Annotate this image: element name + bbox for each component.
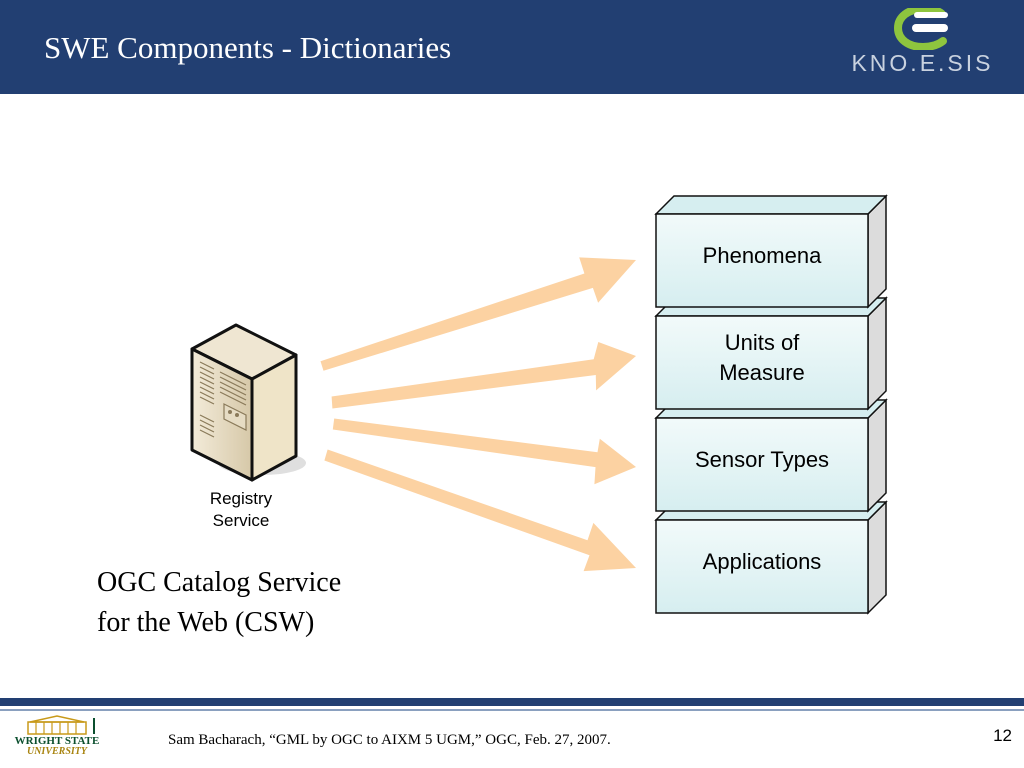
box-label-phenomena-line1: Phenomena [702,242,822,268]
caption: OGC Catalog Service for the Web (CSW) [97,563,427,643]
box-label-units-line1: Units of [724,329,800,355]
caption-line1: OGC Catalog Service [97,567,342,598]
box-label-sensor-types: Sensor Types [656,418,868,511]
box-label-applications: Applications [656,520,868,613]
box-label-phenomena: Phenomena [656,214,868,307]
diagram-canvas [190,194,888,615]
server-label-line2: Service [212,511,270,530]
arrow-to-units-of-measure [331,342,636,409]
page-number: 12 [993,726,1012,745]
box-label-sensor-types-line1: Sensor Types [694,446,830,472]
box-phenomena [654,194,888,309]
arrow-to-sensor-types [332,418,636,485]
caption-line2: for the Web (CSW) [97,607,315,638]
wright-state-building-icon [27,715,95,735]
box-label-applications-line1: Applications [702,548,822,574]
arrows [320,257,636,572]
arrow-to-applications [324,449,636,572]
server-label-line1: Registry [209,489,273,508]
box-label-units-line2: Measure [719,359,805,385]
server-icon [190,323,306,482]
server-label: Registry Service [181,488,301,532]
knoesis-logo-text: KNO.E.SIS [851,50,994,76]
slide-title: SWE Components - Dictionaries [44,30,452,65]
box-label-units-of-measure: Units of Measure [656,316,868,409]
header-bar: SWE Components - Dictionaries KNO.E.SIS [0,0,1024,94]
wright-state-university-text: UNIVERSITY [26,746,87,757]
footer-bar [0,698,1024,706]
arrow-to-phenomena [320,257,636,371]
wright-state-logo: WRIGHT STATE UNIVERSITY [8,714,106,764]
footer-divider [0,709,1024,711]
knoesis-logo: KNO.E.SIS [840,8,1005,84]
knoesis-logo-mark-icon [893,8,948,50]
citation: Sam Bacharach, “GML by OGC to AIXM 5 UGM… [168,732,611,748]
wright-state-name: WRIGHT STATE [14,735,100,747]
dictionary-stack [654,194,888,615]
